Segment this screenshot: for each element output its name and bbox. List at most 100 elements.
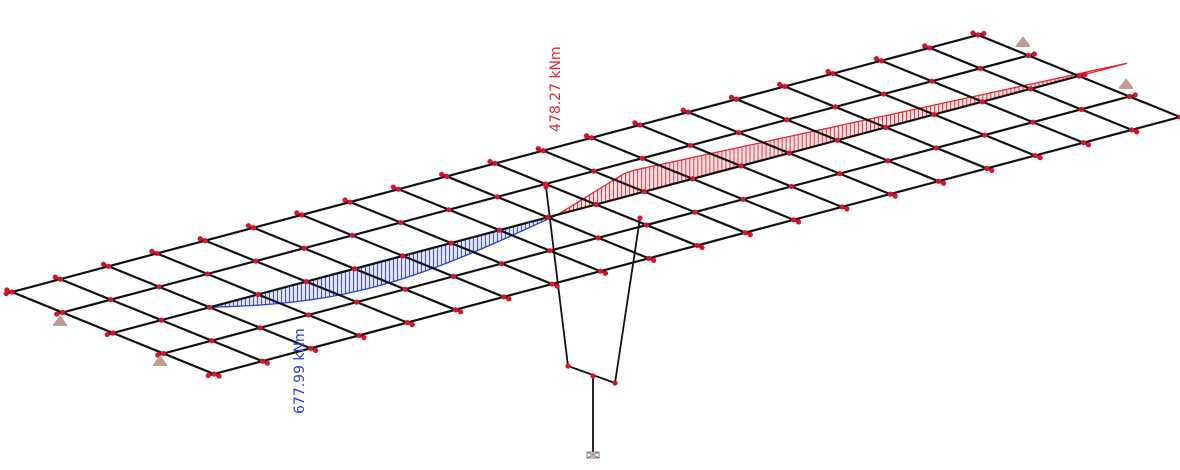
- node-marker: [694, 242, 700, 249]
- node-marker: [313, 347, 319, 353]
- node-marker: [982, 132, 988, 138]
- node-marker: [1129, 127, 1135, 133]
- node-marker: [264, 360, 270, 366]
- node-marker: [496, 227, 502, 233]
- node-marker: [1177, 114, 1180, 120]
- node-marker: [699, 244, 705, 251]
- node-marker: [834, 137, 841, 143]
- node-marker: [395, 186, 401, 192]
- node-marker: [409, 322, 415, 328]
- max-negative-moment-label: 677.99 kNm: [292, 328, 308, 414]
- node-marker: [1030, 119, 1036, 125]
- node-marker: [825, 68, 831, 75]
- node-marker: [545, 214, 551, 220]
- node-marker: [975, 32, 981, 38]
- node-marker: [637, 215, 643, 221]
- fixed-support-icon: [586, 451, 600, 459]
- node-marker: [542, 181, 549, 187]
- node-marker: [342, 197, 348, 203]
- fixed-support-icon-dot: [591, 453, 595, 457]
- node-marker: [777, 81, 783, 87]
- node-marker: [738, 163, 744, 169]
- node-marker: [892, 193, 898, 199]
- node-marker: [245, 223, 252, 229]
- support-icon: [1016, 36, 1030, 47]
- node-marker: [354, 299, 360, 305]
- node-marker: [501, 294, 507, 300]
- node-marker: [106, 263, 112, 269]
- node-marker: [832, 104, 838, 110]
- node-marker: [57, 276, 63, 282]
- node-marker: [3, 290, 9, 297]
- node-marker: [100, 261, 107, 267]
- node-marker: [216, 373, 222, 379]
- node-marker: [250, 225, 257, 231]
- node-marker: [402, 286, 408, 292]
- node-marker: [680, 107, 686, 113]
- node-marker: [59, 309, 66, 316]
- node-marker: [837, 171, 843, 177]
- node-marker: [935, 178, 942, 184]
- node-marker: [1025, 52, 1032, 59]
- support-layer: [53, 36, 1133, 459]
- deck-mesh: [5, 31, 1180, 378]
- node-marker: [593, 201, 599, 208]
- node-marker: [1126, 93, 1133, 100]
- node-marker: [970, 30, 976, 36]
- node-marker: [356, 332, 362, 339]
- node-marker: [940, 180, 947, 186]
- node-marker: [308, 345, 314, 351]
- node-marker: [1078, 106, 1084, 112]
- node-marker: [583, 133, 590, 139]
- node-marker: [197, 235, 203, 242]
- node-layer: [3, 30, 1180, 379]
- node-marker: [160, 350, 167, 357]
- node-marker: [873, 56, 879, 62]
- node-marker: [796, 219, 802, 225]
- node-marker: [595, 235, 601, 241]
- node-marker: [878, 58, 885, 64]
- node-marker: [448, 240, 454, 246]
- node-marker: [784, 117, 790, 123]
- node-marker: [257, 325, 263, 331]
- node-marker: [981, 30, 987, 37]
- node-marker: [632, 120, 638, 126]
- node-marker: [108, 297, 114, 303]
- node-marker: [259, 358, 265, 364]
- node-marker: [929, 78, 935, 84]
- node-marker: [487, 158, 493, 165]
- node-marker: [52, 274, 58, 280]
- node-marker: [446, 207, 452, 213]
- node-marker: [643, 222, 650, 228]
- support-icon: [53, 315, 67, 326]
- node-marker: [690, 176, 696, 182]
- node-marker: [351, 266, 358, 272]
- node-marker: [149, 248, 155, 254]
- node-marker: [839, 204, 845, 210]
- node-marker: [1031, 51, 1037, 57]
- support-icon-body: [1016, 36, 1030, 46]
- node-marker: [9, 289, 15, 295]
- node-marker: [104, 331, 110, 338]
- node-marker: [492, 160, 498, 167]
- node-marker: [989, 167, 995, 174]
- node-marker: [589, 135, 595, 141]
- node-marker: [158, 317, 164, 323]
- node-marker: [590, 373, 596, 379]
- node-marker: [554, 283, 560, 289]
- node-marker: [597, 268, 604, 274]
- node-marker: [687, 142, 694, 149]
- node-marker: [1076, 73, 1082, 79]
- node-marker: [885, 158, 891, 164]
- node-marker: [602, 270, 609, 276]
- node-marker: [881, 91, 887, 97]
- node-marker: [305, 312, 311, 318]
- node-marker: [922, 43, 928, 49]
- node-marker: [535, 146, 541, 152]
- pier-column-right: [614, 217, 641, 384]
- node-marker: [651, 257, 657, 263]
- node-marker: [110, 330, 116, 336]
- node-marker: [156, 284, 162, 290]
